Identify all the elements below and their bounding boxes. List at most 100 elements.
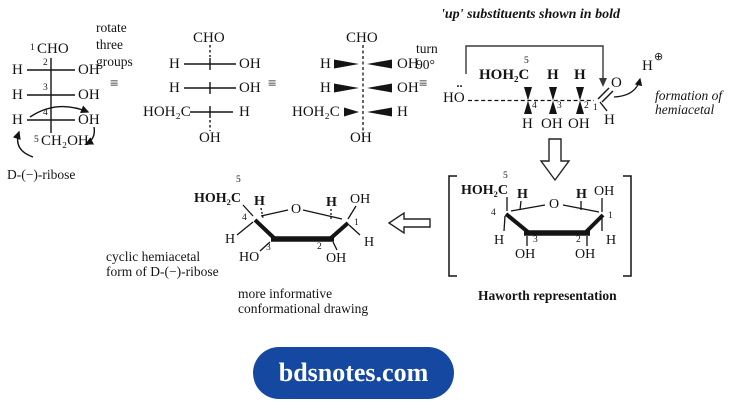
f1-c5-number: 5 [34,135,39,145]
f2-hoh2c-label: HOH₂C [143,104,191,120]
f1-c2-number: 2 [43,58,48,68]
rotate-arrow-left [12,130,34,158]
hw-c2-oh-down-label: OH [575,247,596,262]
f2-c3-oh-label: OH [239,80,261,96]
f1-c3-number: 3 [43,83,48,93]
oc-c3-h-up-label: H [547,67,559,83]
hw-ring-o-label: O [549,197,560,212]
equiv-sign-3: ≡ [419,76,428,92]
cyclic-caption-line1: cyclic hemiacetal [106,249,201,264]
fischer1-bonds [12,58,96,158]
fischer2-bonds [184,45,236,131]
f3-c2-oh-label: OH [397,56,419,72]
turn-note-line1: turn [416,41,438,56]
f1-c4-number: 4 [43,108,48,118]
fischer3-bonds [334,45,392,140]
formation-note-line1: formation of [655,88,723,103]
oc-c4-number: 4 [532,101,537,111]
cf-ring-o-label: O [291,202,302,217]
oc-c1-number: 1 [593,103,598,113]
f1-c2-oh-label: OH [78,62,100,78]
f1-cho-label: CHO [37,41,69,57]
rotate-note-line1: rotate [96,20,127,35]
f3-c4-h-label: H [397,104,408,120]
f1-c3-h-label: H [12,87,23,103]
hw-c1-oh-label: OH [594,184,615,199]
hw-c5-number: 5 [503,171,508,181]
cf-c1-oh-label: OH [350,192,371,207]
oc-hoh2c-label: HOH₂C [479,67,530,83]
f3-oh-bottom-label: OH [350,130,372,146]
cf-c2-h-up-label: H [326,195,337,210]
f2-cho-label: CHO [193,30,225,46]
f1-c2-h-label: H [12,62,23,78]
cf-c4-number: 4 [242,213,247,223]
hw-c3-h-up-label: H [517,187,528,202]
f1-ch2oh-label: CH₂OH [41,133,89,149]
conf-caption-line1: more informative [238,286,333,301]
cf-c5-number: 5 [236,175,241,185]
f1-c4-h-label: H [12,112,23,128]
left-hollow-arrow [387,211,431,235]
conf-caption-line2: conformational drawing [238,301,369,316]
f1-c4-oh-label: OH [78,112,100,128]
ribose-caption: D-(−)-ribose [7,167,76,182]
oc-c2-oh-down-label: OH [568,116,590,132]
lone-pair-dots: ·· [456,79,463,93]
cf-c3-h-up-label: H [254,194,265,209]
rotate-note-line3: groups [96,54,133,69]
bdsnotes-button[interactable]: bdsnotes.com [253,347,454,399]
f2-c2-oh-label: OH [239,56,261,72]
hw-c3-oh-down-label: OH [515,247,536,262]
oc-c2-number: 2 [584,101,589,111]
hw-hoh2c-label: HOH₂C [461,183,508,198]
open-chain-bonds [465,45,643,182]
cf-c3-number: 3 [266,243,271,253]
f2-c2-h-label: H [169,56,180,72]
plus-charge-icon: ⊕ [654,50,664,63]
hw-c3-number: 3 [533,235,538,245]
cf-c1-number: 1 [354,218,359,228]
right-bracket [623,175,632,277]
hw-c1-number: 1 [608,211,613,221]
up-substituents-note: 'up' substituents shown in bold [441,7,620,22]
hw-c2-number: 2 [576,235,581,245]
down-hollow-arrow [539,138,571,182]
oc-c3-number: 3 [557,101,562,111]
f3-hoh2c-label: HOH₂C [292,104,340,120]
formation-note-line2: hemiacetal [655,102,715,117]
cf-c2-oh-down-label: OH [326,251,347,266]
f2-c3-h-label: H [169,80,180,96]
equiv-sign-1: ≡ [110,76,119,92]
cyclic-caption-line2: form of D-(−)-ribose [106,264,219,279]
oc-c2-h-up-label: H [574,67,586,83]
hw-c4-h-down-label: H [494,233,505,248]
haworth-bonds [448,175,632,277]
f1-c1-number: 1 [30,43,35,53]
cf-c1-h-down-label: H [364,235,375,250]
oc-c4-h-down-label: H [522,116,533,132]
rotate-note-line2: three [96,37,123,52]
conformational-bonds [236,204,361,252]
equiv-sign-2: ≡ [268,76,277,92]
hw-c2-h-up-label: H [576,187,587,202]
oc-ho-label: HO [443,90,465,106]
f3-c3-h-label: H [320,80,331,96]
f3-c3-oh-label: OH [397,80,419,96]
cf-c3-ho-down-label: HO [239,250,260,265]
left-bracket [448,175,457,277]
oc-c5-number: 5 [524,56,529,66]
oc-carbonyl-o-label: O [611,75,622,91]
turn-note-line2: 90° [416,57,435,72]
rotate-arrow-right [84,126,96,145]
bdsnotes-button-label: bdsnotes.com [278,358,429,387]
f3-cho-label: CHO [346,30,378,46]
f2-oh-bottom-label: OH [199,130,221,146]
cf-hoh2c-label: HOH₂C [194,191,241,206]
f1-c3-oh-label: OH [78,87,100,103]
f2-c4-h-label: H [239,104,250,120]
hw-c1-h-down-label: H [606,233,617,248]
proton-curved-arrow [613,77,643,98]
